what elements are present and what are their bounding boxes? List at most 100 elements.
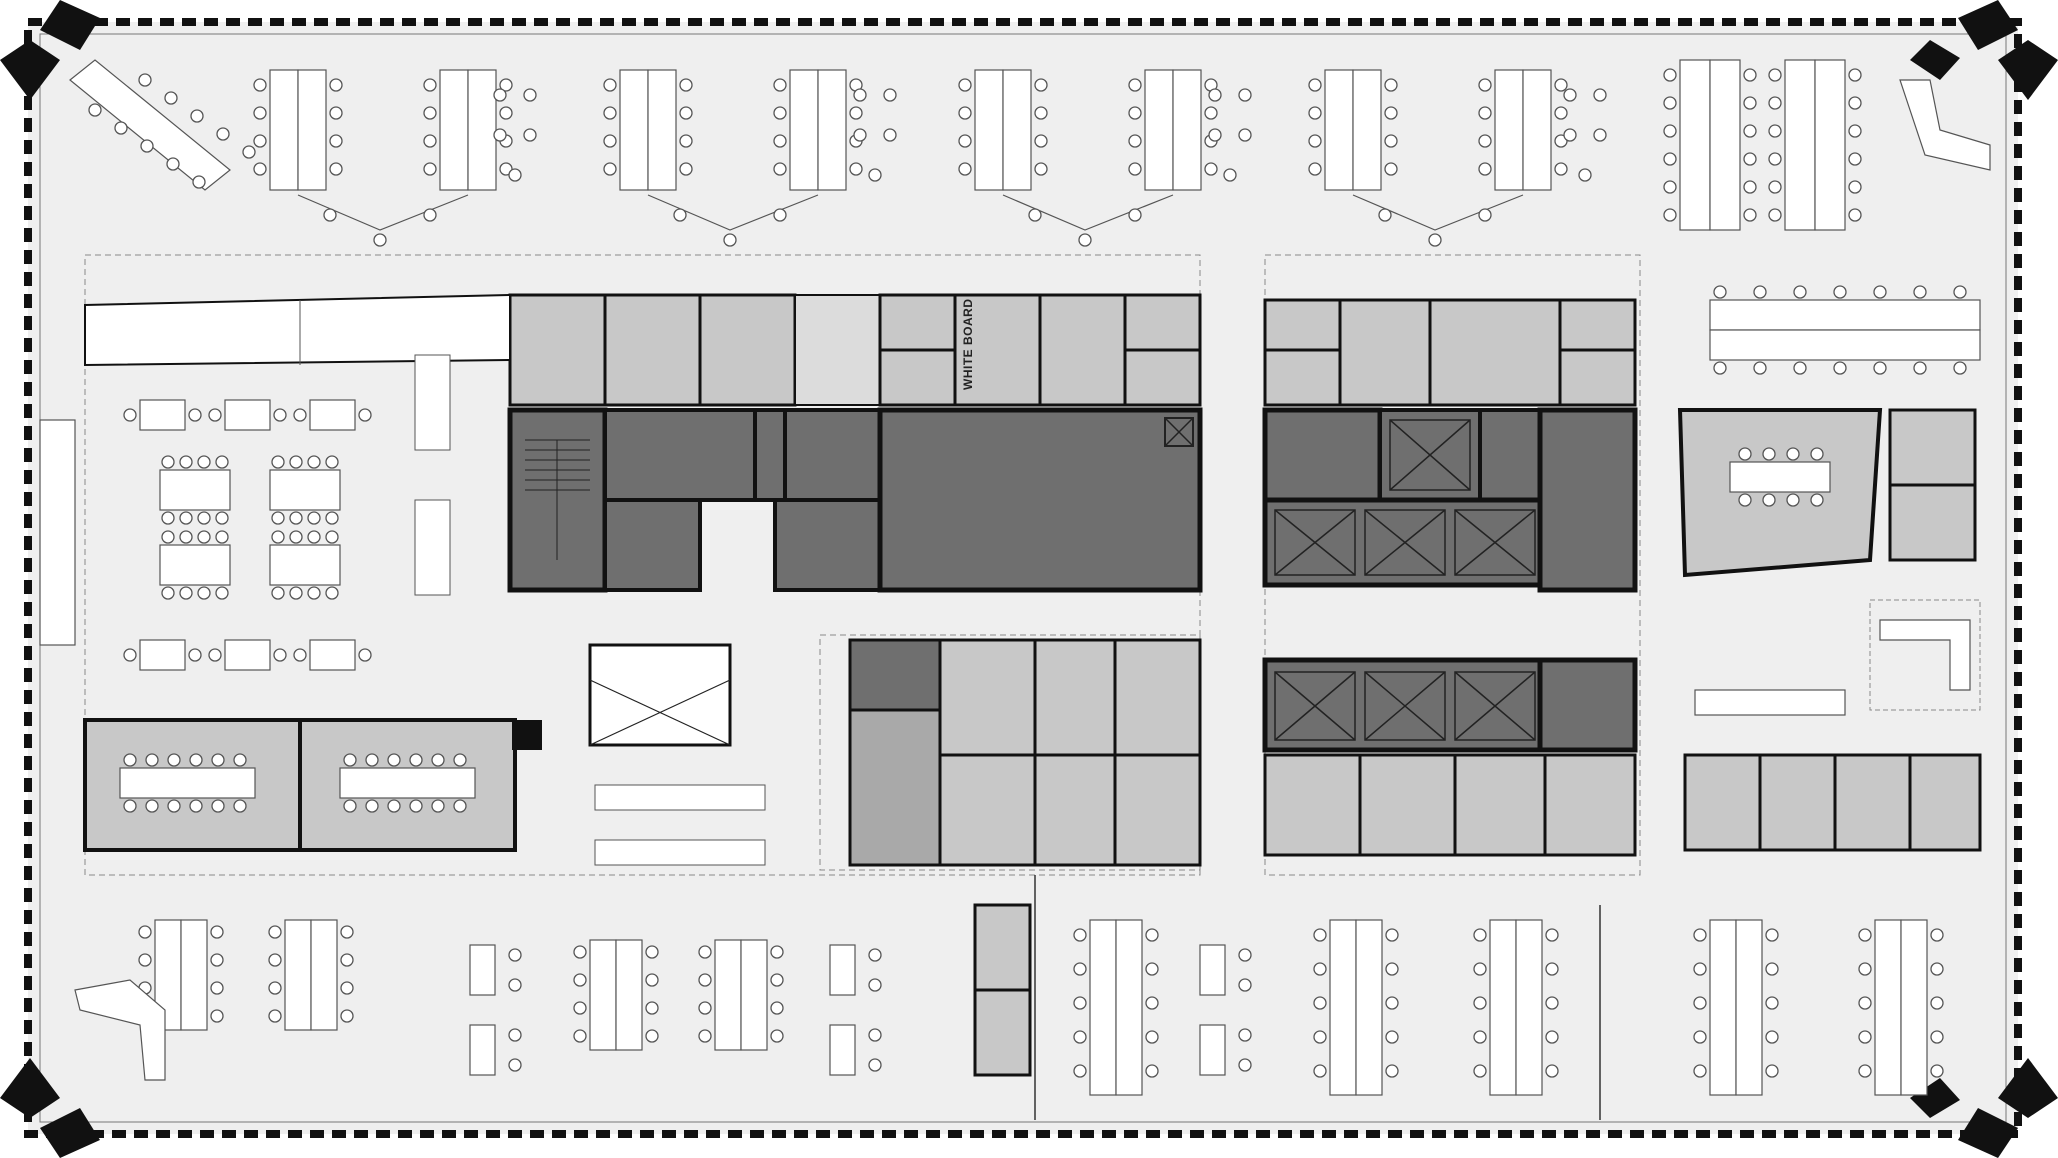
chair	[868, 1028, 882, 1042]
chair	[1738, 493, 1752, 507]
chair	[1663, 180, 1677, 194]
chair	[1693, 996, 1707, 1010]
chair	[1034, 78, 1048, 92]
rug	[1869, 599, 1981, 711]
chair	[773, 208, 787, 222]
chair	[523, 88, 537, 102]
chair	[423, 78, 437, 92]
chair	[853, 128, 867, 142]
table	[1329, 919, 1357, 1096]
table	[615, 939, 643, 1051]
meeting-room	[1033, 753, 1117, 867]
chair	[698, 973, 712, 987]
chair	[114, 121, 128, 135]
table	[269, 544, 341, 586]
chair	[210, 981, 224, 995]
chair	[325, 455, 339, 469]
chair	[645, 945, 659, 959]
elevator-bank	[1262, 497, 1543, 588]
chair	[1833, 285, 1847, 299]
table	[1735, 919, 1763, 1096]
chair	[1738, 447, 1752, 461]
chair	[1753, 361, 1767, 375]
chair	[268, 925, 282, 939]
chair	[253, 78, 267, 92]
chair	[197, 530, 211, 544]
chair	[1473, 996, 1487, 1010]
chair	[1768, 180, 1782, 194]
meeting-room	[508, 293, 607, 407]
bench	[297, 194, 469, 231]
chair	[1693, 1030, 1707, 1044]
table	[619, 69, 649, 191]
table	[1089, 919, 1117, 1096]
chair	[883, 88, 897, 102]
chair	[508, 168, 522, 182]
chair	[1028, 208, 1042, 222]
table	[269, 69, 299, 191]
chair	[1545, 1064, 1559, 1078]
table	[297, 69, 327, 191]
table	[469, 1024, 496, 1076]
table	[1709, 59, 1741, 231]
meeting-room	[1683, 753, 1762, 852]
table	[309, 399, 356, 431]
chair	[1930, 996, 1944, 1010]
chair	[271, 530, 285, 544]
chair	[958, 106, 972, 120]
chair	[1385, 962, 1399, 976]
chair	[1473, 1030, 1487, 1044]
office	[848, 708, 942, 867]
chair	[1793, 361, 1807, 375]
chair	[164, 91, 178, 105]
chair	[1578, 168, 1592, 182]
meeting-room	[603, 293, 702, 407]
chair	[1145, 928, 1159, 942]
meeting-room	[1888, 483, 1977, 562]
table	[1784, 59, 1816, 231]
chair	[208, 648, 222, 662]
chair	[1554, 78, 1568, 92]
chair	[1930, 962, 1944, 976]
chair	[1713, 361, 1727, 375]
chair	[1768, 208, 1782, 222]
chair	[1593, 88, 1607, 102]
chair	[1128, 106, 1142, 120]
chair	[523, 128, 537, 142]
chair	[1765, 1064, 1779, 1078]
chair	[1473, 1064, 1487, 1078]
elevator-bank	[1262, 657, 1543, 753]
chair	[1930, 928, 1944, 942]
chair	[698, 1029, 712, 1043]
chair	[645, 1001, 659, 1015]
chair	[358, 408, 372, 422]
meeting-room	[1758, 753, 1837, 852]
chair	[853, 88, 867, 102]
chair	[1765, 996, 1779, 1010]
table	[1694, 689, 1846, 716]
office	[1263, 753, 1362, 857]
meeting-room	[1123, 348, 1202, 407]
table	[439, 69, 469, 191]
table	[1900, 919, 1928, 1096]
chair	[1238, 1058, 1252, 1072]
chair	[645, 973, 659, 987]
chair	[1545, 962, 1559, 976]
chair	[1313, 962, 1327, 976]
chair	[1208, 128, 1222, 142]
chair	[1786, 447, 1800, 461]
meeting-room	[1908, 753, 1982, 852]
table	[139, 639, 186, 671]
table	[647, 69, 677, 191]
table	[224, 399, 271, 431]
chair	[868, 948, 882, 962]
chair	[307, 530, 321, 544]
chair	[1545, 996, 1559, 1010]
meeting-room	[1263, 298, 1342, 352]
table	[1679, 59, 1711, 231]
chair	[1554, 106, 1568, 120]
sofa	[1899, 79, 1991, 171]
chair	[1848, 124, 1862, 138]
